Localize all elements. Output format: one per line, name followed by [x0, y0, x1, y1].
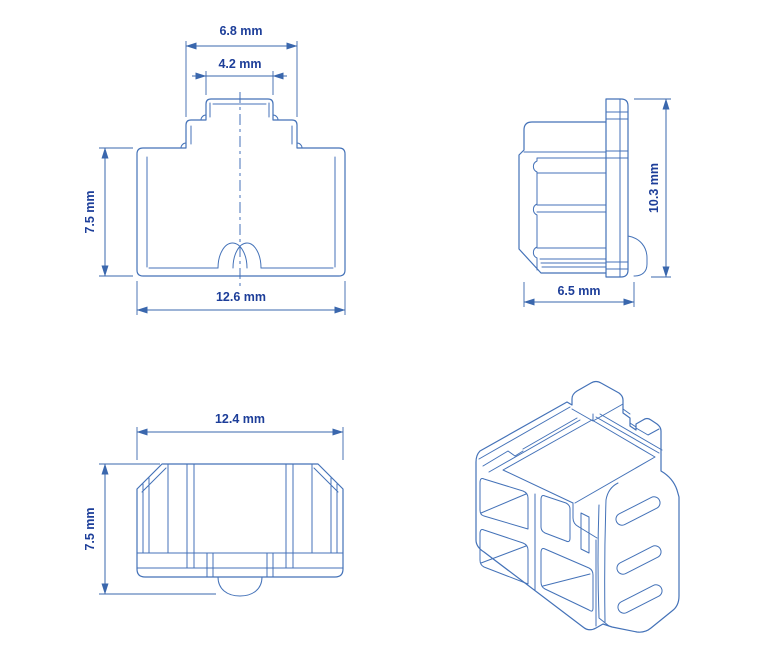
iso-flange-slot: [616, 545, 662, 575]
top-dim-label-height: 7.5 mm: [83, 507, 97, 550]
iso-top-face-edges: [502, 413, 663, 504]
isometric-view: [475, 380, 680, 633]
iso-step-and-collar: [572, 482, 619, 627]
iso-flange-slots: [615, 496, 663, 614]
iso-top-tabs: [571, 403, 660, 436]
top-dimensions: 12.4 mm 7.5 mm: [83, 412, 344, 595]
front-view: 6.8 mm 4.2 mm 7.5 mm 12.6 mm: [83, 24, 346, 315]
iso-flange-slot: [617, 584, 663, 614]
side-extension-lines: [523, 98, 671, 307]
iso-front-pockets: [479, 478, 594, 612]
top-view: 12.4 mm 7.5 mm: [83, 412, 344, 597]
front-dimensions: 6.8 mm 4.2 mm 7.5 mm 12.6 mm: [83, 24, 346, 315]
iso-flange-slot: [615, 496, 661, 526]
top-outline: [136, 463, 344, 578]
side-detail-lines: [523, 98, 629, 278]
top-extension-lines: [99, 427, 344, 595]
side-dimensions: 10.3 mm 6.5 mm: [523, 98, 671, 307]
top-detail-lines: [136, 463, 344, 578]
front-outline: [136, 98, 346, 277]
iso-silhouette: [475, 380, 680, 633]
front-detail-lines: [146, 102, 336, 269]
front-dim-label-width-inner: 4.2 mm: [218, 57, 261, 71]
front-dim-label-width: 12.6 mm: [216, 290, 266, 304]
side-dim-label-depth: 6.5 mm: [557, 284, 600, 298]
iso-top-rail-lines: [478, 406, 581, 473]
side-dim-label-height: 10.3 mm: [647, 163, 661, 213]
top-bump: [217, 576, 263, 597]
front-arch: [217, 242, 262, 269]
side-view: 10.3 mm 6.5 mm: [518, 98, 671, 307]
top-dim-label-width: 12.4 mm: [215, 412, 265, 426]
front-dim-label-width-outer: 6.8 mm: [219, 24, 262, 38]
side-body-outline: [518, 121, 607, 274]
side-flange-outline: [605, 98, 629, 278]
side-latch-bump: [627, 235, 648, 277]
front-dim-label-height: 7.5 mm: [83, 190, 97, 233]
front-extension-lines: [99, 41, 346, 315]
